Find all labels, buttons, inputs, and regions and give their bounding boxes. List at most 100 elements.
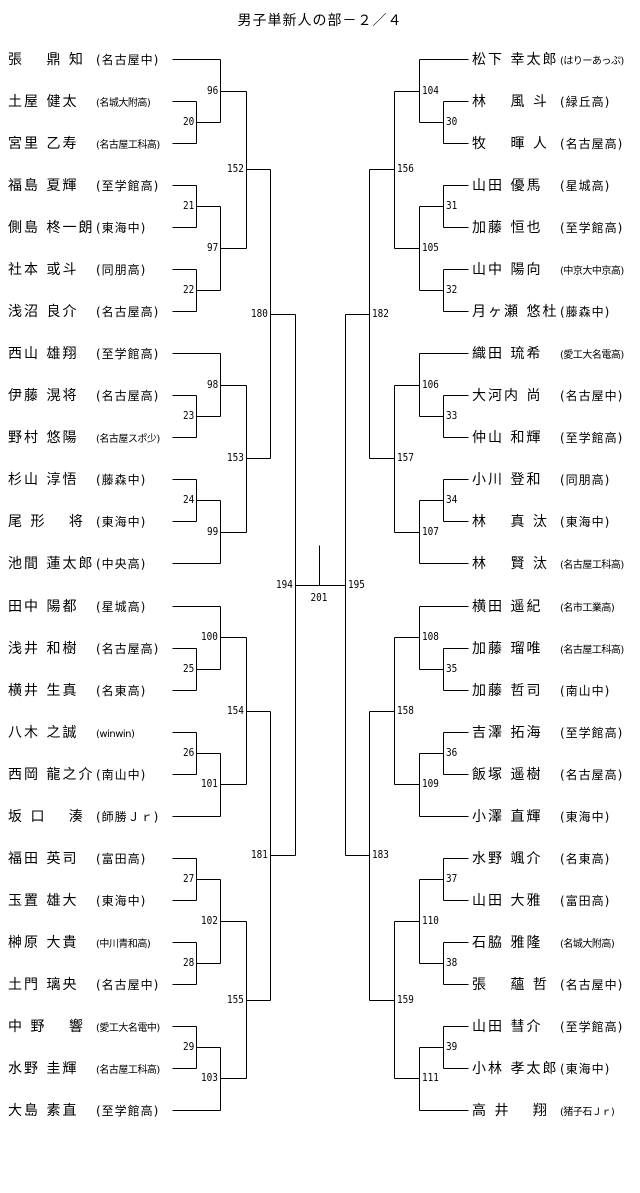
match-number: 32: [446, 283, 458, 296]
player-name: 月ヶ瀬 悠杜: [472, 304, 559, 320]
match-number: 181: [251, 848, 268, 861]
player-entry: 牧 暉 人(名古屋高): [472, 133, 623, 153]
player-entry: 八木 之誠(winwin): [8, 722, 135, 742]
player-team: (名城大附高): [96, 98, 151, 109]
player-entry: 張 蘊 哲 (名古屋中): [472, 974, 623, 994]
player-team: (富田高): [560, 894, 611, 908]
match-number: 152: [227, 162, 244, 175]
player-entry: 野村 悠陽 (名古屋スポ少): [8, 427, 160, 447]
match-number: 96: [206, 84, 218, 97]
player-entry: 仲山 和輝 (至学館高): [472, 427, 623, 447]
player-entry: 大河内 尚(名古屋中): [472, 385, 623, 405]
player-entry: 小林 孝太郎(東海中): [472, 1058, 610, 1078]
match-number: 39: [446, 1040, 458, 1053]
player-team: (名古屋工科高): [96, 1065, 160, 1076]
player-team: (至学館高): [560, 431, 624, 445]
player-team: (東海中): [560, 810, 611, 824]
player-name: 土門 璃央: [8, 977, 79, 993]
player-name: 浅沼 良介: [8, 304, 79, 320]
player-name: 張 蘊 哲: [472, 977, 549, 993]
player-name: 八木 之誠: [8, 725, 79, 741]
match-number: 99: [206, 525, 218, 538]
player-entry: 飯塚 遥樹(名古屋高): [472, 764, 623, 784]
player-team: (はりーあっぷ): [560, 56, 624, 67]
player-name: 側島 柊一朗: [8, 220, 95, 236]
player-name: 仲山 和輝: [472, 430, 543, 446]
match-number: 195: [348, 578, 365, 591]
player-name: 野村 悠陽: [8, 430, 79, 446]
page-title: 男子単新人の部－２／４: [237, 13, 403, 29]
match-number: 23: [182, 409, 194, 422]
player-team: (藤森中): [96, 473, 147, 487]
player-team: (名古屋中): [560, 978, 624, 992]
player-name: 織田 琉希: [472, 346, 543, 362]
player-team: (愛工大名電中): [96, 1023, 160, 1034]
match-number: 26: [182, 746, 194, 759]
player-entry: 尾 形 将(東海中): [8, 511, 146, 531]
player-entry: 石脇 雅隆(名城大附高): [472, 932, 615, 952]
player-name: 伊藤 滉将: [8, 388, 79, 404]
match-number: 37: [446, 872, 458, 885]
match-number: 31: [446, 199, 458, 212]
player-name: 山田 大雅: [472, 893, 543, 909]
player-name: 加藤 瑠唯: [472, 641, 543, 657]
player-team: (至学館高): [560, 726, 624, 740]
player-team: (東海中): [560, 1062, 611, 1076]
match-number: 183: [372, 848, 389, 861]
match-number: 100: [201, 630, 218, 643]
match-number: 28: [182, 956, 194, 969]
player-name: 林 風 斗: [472, 94, 549, 110]
player-team: (中川青和高): [96, 939, 151, 950]
player-team: (名古屋工科高): [96, 140, 160, 151]
player-name: 松下 幸太郎: [472, 52, 559, 68]
match-number: 111: [422, 1071, 439, 1084]
match-number: 109: [422, 777, 439, 790]
player-team: (名古屋工科高): [560, 560, 624, 571]
player-team: (名古屋高): [560, 137, 624, 151]
player-name: 張 鼎 知: [8, 52, 85, 68]
player-name: 田中 陽都: [8, 599, 79, 615]
player-name: 水野 颯介: [472, 851, 543, 867]
player-entry: 山田 彗介(至学館高): [472, 1016, 623, 1036]
player-entry: 高 井 翔(猪子石Ｊｒ): [472, 1100, 615, 1120]
player-name: 浅井 和樹: [8, 641, 79, 657]
player-team: (名古屋高): [96, 389, 160, 403]
player-team: (至学館高): [96, 347, 160, 361]
match-number: 157: [397, 451, 414, 464]
player-entry: 側島 柊一朗(東海中): [8, 217, 146, 237]
player-entry: 土屋 健太(名城大附高): [8, 91, 151, 111]
player-entry: 浅井 和樹(名古屋高): [8, 638, 159, 658]
player-name: 坂 口 湊: [8, 809, 85, 825]
match-number: 34: [446, 493, 458, 506]
match-number: 182: [372, 307, 389, 320]
player-entry: 西岡 龍之介(南山中): [8, 764, 146, 784]
player-name: 加藤 恒也: [472, 220, 543, 236]
player-name: 石脇 雅隆: [472, 935, 543, 951]
player-name: 林 賢 汰: [472, 556, 549, 572]
player-team: (猪子石Ｊｒ): [560, 1107, 615, 1118]
player-team: (名古屋高): [96, 305, 160, 319]
player-entry: 福島 夏輝(至学館高): [8, 175, 159, 195]
player-name: 山中 陽向: [472, 262, 543, 278]
player-name: 横井 生真: [8, 683, 79, 699]
match-number: 194: [276, 578, 293, 591]
player-entry: 西山 雄翔(至学館高): [8, 343, 159, 363]
player-entry: 吉澤 拓海(至学館高): [472, 722, 623, 742]
player-team: (南山中): [560, 684, 611, 698]
player-team: (至学館高): [96, 1104, 160, 1118]
player-entry: 社本 或斗(同朋高): [8, 259, 146, 279]
player-team: (南山中): [96, 768, 147, 782]
player-team: (星城高): [96, 600, 147, 614]
player-team: (名古屋中): [560, 389, 624, 403]
player-team: (名古屋スポ少): [96, 434, 160, 445]
player-team: (東海中): [96, 515, 147, 529]
match-number: 29: [182, 1040, 194, 1053]
player-team: (同朋高): [96, 263, 147, 277]
player-team: (名古屋工科高): [560, 645, 624, 656]
player-entry: 杉山 淳悟 (藤森中): [8, 469, 146, 489]
player-team: (至学館高): [560, 1020, 624, 1034]
player-entry: 月ヶ瀬 悠杜(藤森中): [472, 301, 610, 321]
player-entry: 坂 口 湊(師勝Ｊｒ): [8, 806, 159, 826]
player-name: 杉山 淳悟: [8, 472, 79, 488]
